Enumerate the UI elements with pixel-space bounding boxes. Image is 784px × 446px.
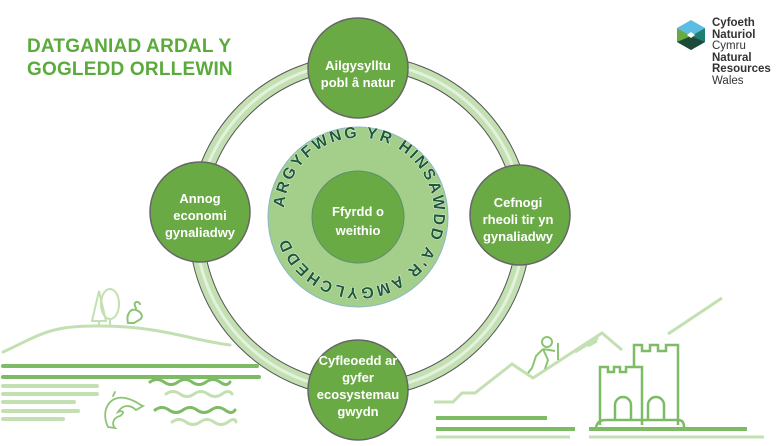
logo-line: Natural <box>712 51 752 64</box>
landscape-right-illustration <box>434 296 764 439</box>
center-line-2: weithio <box>335 223 381 238</box>
title-line-2: GOGLEDD ORLLEWIN <box>27 59 233 80</box>
node-line: gwydn <box>337 404 378 419</box>
logo-text: Cyfoeth Naturiol Cymru Natural Resources… <box>712 17 771 87</box>
hiker-icon <box>527 336 559 374</box>
tree-icon <box>90 288 120 326</box>
node-sustainable-economy: Annog economi gynaliadwy <box>149 161 251 263</box>
squirrel-icon <box>126 300 143 324</box>
center-line-1: Ffyrdd o <box>332 204 384 219</box>
logo-line: Cymru <box>712 40 746 52</box>
hexagon-logo-icon <box>677 20 705 50</box>
node-line: Ailgysylltu <box>325 58 391 73</box>
node-line: Cyfleoedd ar <box>319 353 398 368</box>
castle-icon <box>594 343 686 428</box>
node-line: Cefnogi <box>494 195 542 210</box>
node-line: gyfer <box>342 370 374 385</box>
center-hub: ARGYFWNG YR HINSAWDD A'R AMGYLCHEDD Ffyr… <box>267 124 449 308</box>
dolphin-icon <box>104 391 146 430</box>
node-sustainable-land-management: Cefnogi rheoli tir yn gynaliadwy <box>469 164 571 266</box>
landscape-left-illustration <box>1 288 261 430</box>
node-line: economi <box>173 208 226 223</box>
node-reconnect-people-nature: Ailgysylltu pobl â natur <box>307 17 409 119</box>
node-line: ecosystemau <box>317 387 399 402</box>
node-line: gynaliadwy <box>483 229 554 244</box>
node-line: Annog <box>179 191 220 206</box>
node-line: pobl â natur <box>321 75 395 90</box>
nrw-logo: Cyfoeth Naturiol Cymru Natural Resources… <box>674 17 771 87</box>
node-line: rheoli tir yn <box>483 212 554 227</box>
slide-title: DATGANIAD ARDAL Y GOGLEDD ORLLEWIN <box>27 35 233 81</box>
logo-line: Naturiol <box>712 28 756 41</box>
logo-line: Wales <box>712 74 744 87</box>
node-resilient-ecosystems: Cyfleoedd ar gyfer ecosystemau gwydn <box>307 339 409 441</box>
logo-line: Resources <box>712 63 771 75</box>
title-line-1: DATGANIAD ARDAL Y <box>27 36 232 57</box>
logo-line: Cyfoeth <box>712 17 755 29</box>
node-line: gynaliadwy <box>165 225 236 240</box>
